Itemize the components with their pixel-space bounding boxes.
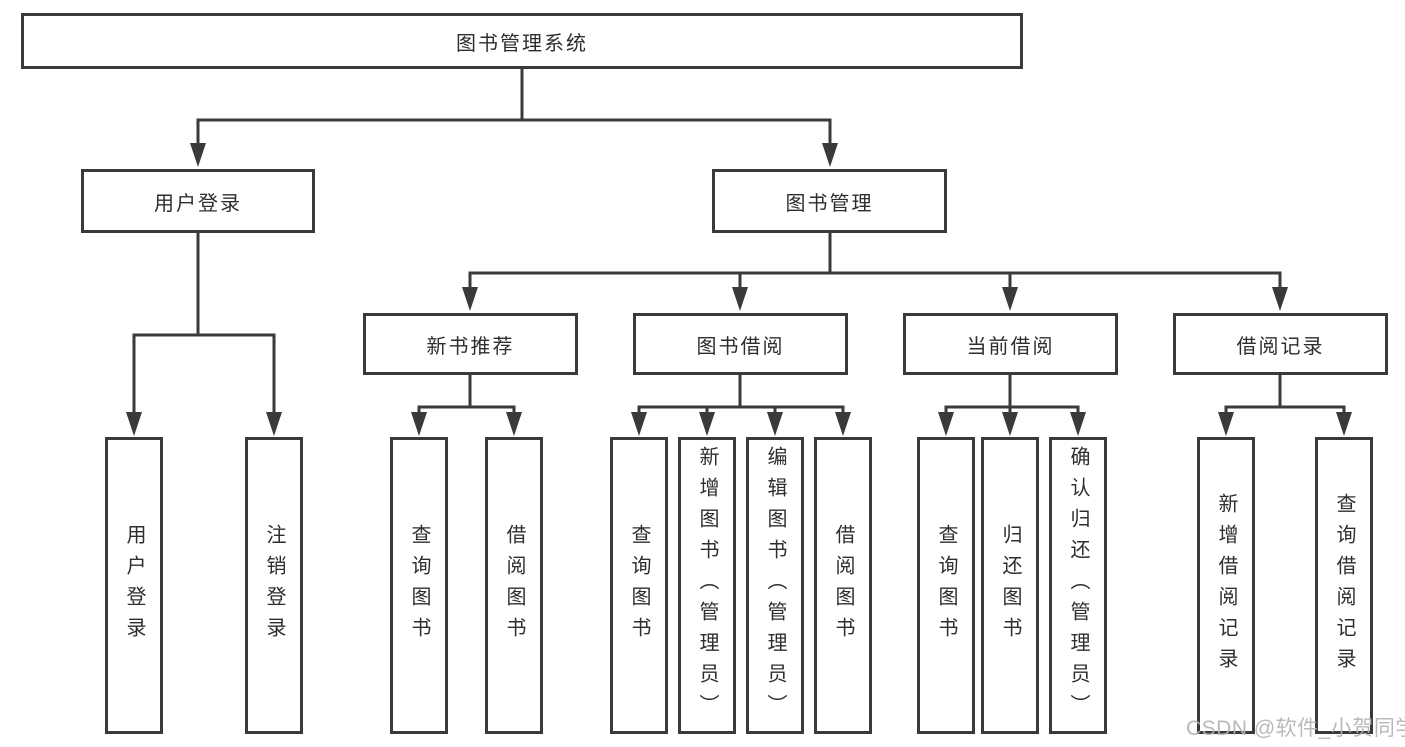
node-label: 查询借阅记录 — [1333, 492, 1355, 679]
node-label: 借阅图书 — [503, 523, 525, 648]
leaf-confirm-return-admin: 确认归还（管理员） — [1049, 437, 1107, 734]
arrow-down-icon — [1336, 412, 1352, 436]
arrow-down-icon — [835, 412, 851, 436]
connector-arrows — [126, 143, 1352, 436]
node-label: 图书管理系统 — [456, 32, 588, 55]
leaf-borrow-books-borrowing: 借阅图书 — [814, 437, 872, 734]
node-label: 用户登录 — [123, 523, 145, 648]
node-label: 新增图书（管理员） — [696, 446, 718, 725]
node-label: 注销登录 — [263, 523, 285, 648]
leaf-borrow-books-recommend: 借阅图书 — [485, 437, 543, 734]
connector-paths — [132, 69, 1346, 415]
node-current-borrowing: 当前借阅 — [903, 313, 1118, 375]
node-label: 查询图书 — [628, 523, 650, 648]
node-label: 归还图书 — [999, 523, 1021, 648]
node-label: 借阅记录 — [1236, 335, 1325, 358]
node-label: 借阅图书 — [832, 523, 854, 648]
leaf-query-borrow-record: 查询借阅记录 — [1315, 437, 1373, 734]
watermark-text: CSDN @软件_小贺同学 — [1186, 717, 1405, 740]
arrow-down-icon — [506, 412, 522, 436]
arrow-down-icon — [938, 412, 954, 436]
leaf-query-books-current: 查询图书 — [917, 437, 975, 734]
node-book-management: 图书管理 — [712, 169, 947, 233]
node-label: 编辑图书（管理员） — [764, 446, 786, 725]
node-borrowing-records: 借阅记录 — [1173, 313, 1388, 375]
arrow-down-icon — [767, 412, 783, 436]
arrow-down-icon — [1070, 412, 1086, 436]
arrow-down-icon — [732, 287, 748, 311]
node-label: 新书推荐 — [426, 335, 515, 358]
node-user-login: 用户登录 — [81, 169, 315, 233]
arrow-down-icon — [1272, 287, 1288, 311]
arrow-down-icon — [1002, 412, 1018, 436]
leaf-query-books-recommend: 查询图书 — [390, 437, 448, 734]
leaf-logout: 注销登录 — [245, 437, 303, 734]
node-label: 查询图书 — [408, 523, 430, 648]
node-book-borrowing: 图书借阅 — [633, 313, 848, 375]
node-label: 新增借阅记录 — [1215, 492, 1237, 679]
arrow-down-icon — [190, 143, 206, 167]
node-label: 图书借阅 — [696, 335, 785, 358]
node-label: 确认归还（管理员） — [1067, 446, 1089, 725]
arrow-down-icon — [1218, 412, 1234, 436]
arrow-down-icon — [631, 412, 647, 436]
arrow-down-icon — [699, 412, 715, 436]
arrow-down-icon — [126, 412, 142, 436]
leaf-return-books: 归还图书 — [981, 437, 1039, 734]
leaf-query-books-borrowing: 查询图书 — [610, 437, 668, 734]
arrow-down-icon — [1002, 287, 1018, 311]
node-label: 用户登录 — [154, 192, 242, 215]
arrow-down-icon — [462, 287, 478, 311]
arrow-down-icon — [411, 412, 427, 436]
leaf-edit-books-admin: 编辑图书（管理员） — [746, 437, 804, 734]
node-label: 当前借阅 — [966, 335, 1055, 358]
leaf-add-books-admin: 新增图书（管理员） — [678, 437, 736, 734]
arrow-down-icon — [266, 412, 282, 436]
node-library-management-system: 图书管理系统 — [21, 13, 1023, 69]
leaf-user-login: 用户登录 — [105, 437, 163, 734]
arrow-down-icon — [822, 143, 838, 167]
node-label: 图书管理 — [785, 192, 874, 215]
node-new-book-recommendation: 新书推荐 — [363, 313, 578, 375]
node-label: 查询图书 — [935, 523, 957, 648]
leaf-add-borrow-record: 新增借阅记录 — [1197, 437, 1255, 734]
